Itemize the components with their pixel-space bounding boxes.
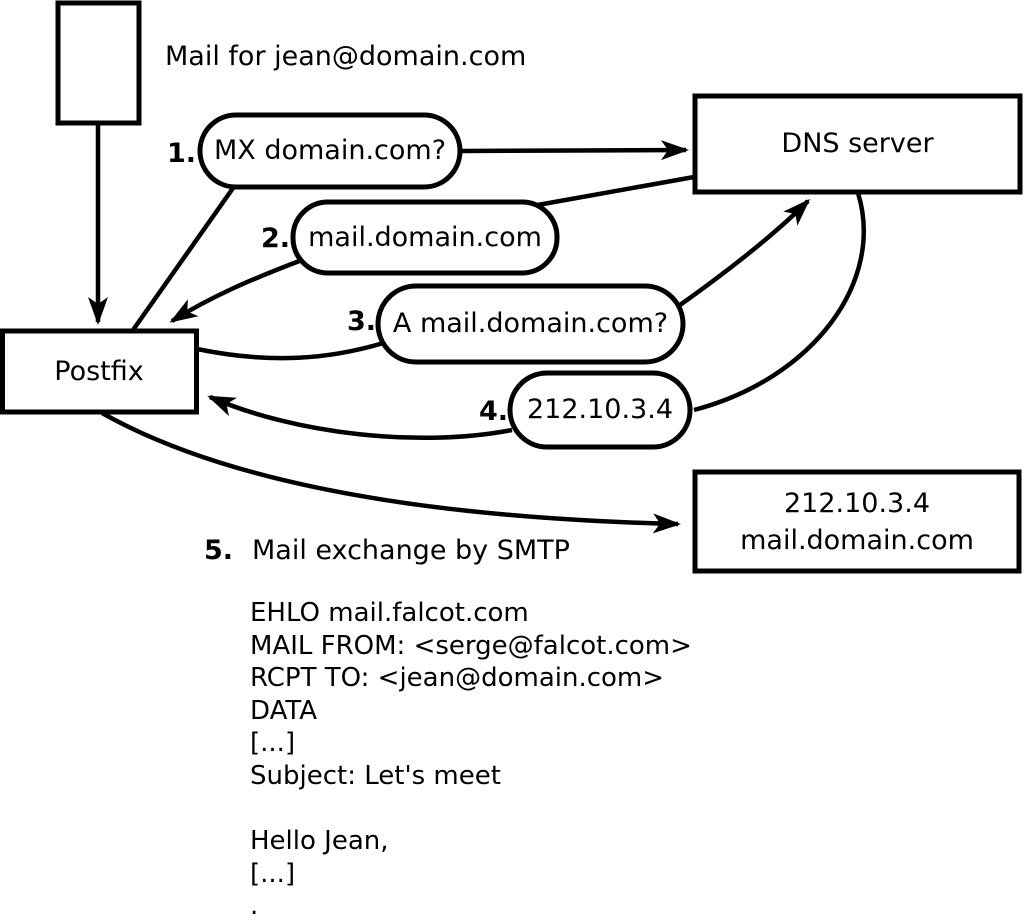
arrow-reply4-to-postfix xyxy=(207,394,513,441)
mailserver-ip: 212.10.3.4 xyxy=(784,487,930,519)
smtp-line: [...] xyxy=(250,728,296,759)
mailserver-label: 212.10.3.4 mail.domain.com xyxy=(695,472,1019,571)
smtp-line: Subject: Let's meet xyxy=(250,760,501,791)
pill-reply-mx-label: mail.domain.com xyxy=(308,221,542,253)
smtp-line: EHLO mail.falcot.com xyxy=(250,598,529,628)
pill-query-mx xyxy=(197,112,463,190)
mailserver-box xyxy=(692,469,1022,574)
line-postfix-to-query3 xyxy=(196,338,391,361)
pill-query-mx-label: MX domain.com? xyxy=(213,135,447,166)
envelope-box xyxy=(55,0,142,126)
dns-server-box xyxy=(692,93,1023,195)
pill-query-a-label: A mail.domain.com? xyxy=(392,308,669,339)
step2-number: 2. xyxy=(260,223,290,254)
postfix-box xyxy=(0,328,199,415)
line-dns-to-reply2 xyxy=(531,174,695,209)
pill-reply-mx xyxy=(290,199,560,276)
step5-label: Mail exchange by SMTP xyxy=(252,535,570,566)
smtp-line: DATA xyxy=(250,695,317,726)
line-dns-to-reply4 xyxy=(693,192,866,413)
pill-query-a xyxy=(375,283,686,365)
arrow-query1-to-dns xyxy=(459,140,689,161)
line-postfix-to-query1 xyxy=(131,179,240,332)
smtp-session-transcript: EHLO mail.falcot.com MAIL FROM: <serge@f… xyxy=(250,597,692,919)
smtp-line: MAIL FROM: <serge@falcot.com> xyxy=(250,630,692,661)
pill-reply-a-label: 212.10.3.4 xyxy=(527,394,673,425)
step3-number: 3. xyxy=(346,306,376,337)
postfix-label: Postfix xyxy=(54,355,144,387)
smtp-line-blank xyxy=(250,793,692,826)
smtp-line-end-dot: . xyxy=(250,891,259,919)
smtp-line: RCPT TO: <jean@domain.com> xyxy=(250,663,665,694)
arrow-query3-to-dns xyxy=(678,198,811,307)
smtp-line: Hello Jean, xyxy=(250,826,389,857)
mail-for-label: Mail for jean@domain.com xyxy=(165,41,527,72)
step1-number: 1. xyxy=(166,138,196,169)
smtp-line: [...] xyxy=(250,858,296,889)
arrow-postfix-to-mailserver xyxy=(100,411,681,534)
arrow-reply2-to-postfix xyxy=(169,257,303,323)
step5-number: 5. xyxy=(203,535,233,566)
mailserver-hostname: mail.domain.com xyxy=(740,524,974,556)
step4-number: 4. xyxy=(478,396,508,427)
pill-reply-a xyxy=(507,370,693,450)
dns-server-label: DNS server xyxy=(781,128,934,159)
